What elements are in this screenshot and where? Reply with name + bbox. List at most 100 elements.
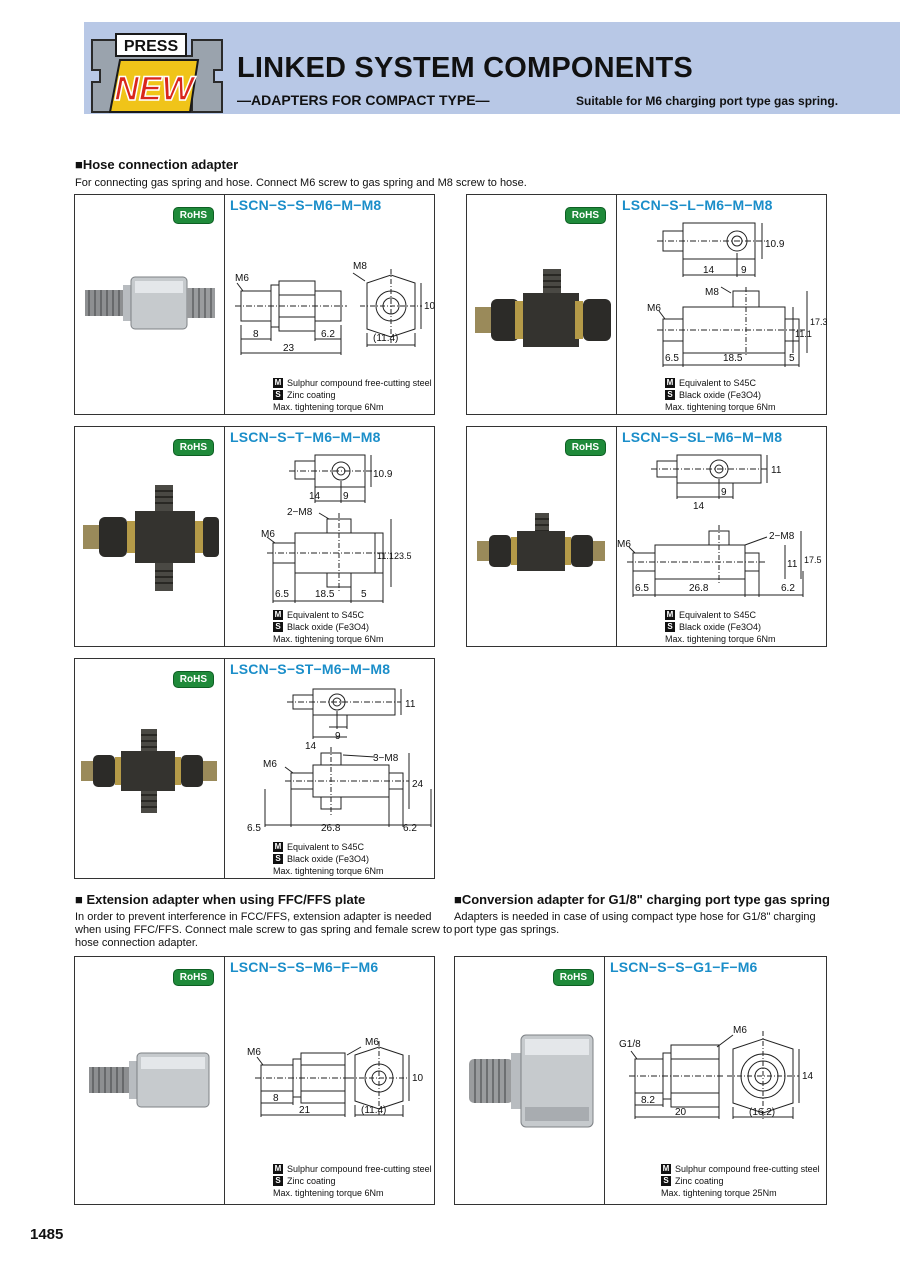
technical-drawing: LSCN−S−SL−M6−M−M8 14 9 11 2−M8 [617, 427, 826, 646]
dim-21: 21 [299, 1105, 311, 1116]
dim-m6: M6 [261, 529, 275, 540]
dim-20: 20 [675, 1107, 687, 1118]
dim-23-5: 23.5 [394, 551, 412, 561]
section-title-conversion: ■Conversion adapter for G1/8" charging p… [454, 892, 830, 907]
dim-8-2: 8.2 [641, 1095, 655, 1106]
badge-press-text: PRESS [124, 38, 179, 55]
rohs-badge: RoHS [552, 969, 594, 986]
section-desc-extension: In order to prevent interference in FCC/… [75, 911, 453, 949]
panel-lscn-s-s-g1-f-m6: RoHS LSCN−S−S−G1−F−M6 G1/8 M6 8.2 20 (16… [454, 956, 827, 1205]
dim-11-1: 11.1 [377, 551, 394, 561]
dim-9: 9 [343, 491, 349, 502]
dim-6-2: 6.2 [781, 583, 795, 594]
product-photo: RoHS [75, 427, 225, 646]
dim-14: 14 [703, 265, 715, 276]
product-photo: RoHS [467, 427, 617, 646]
technical-drawing: LSCN−S−L−M6−M−M8 14 9 10.9 M8 [617, 195, 827, 414]
dim-10-9: 10.9 [373, 469, 393, 480]
dim-11b: 11 [787, 559, 798, 570]
dim-m6: M6 [647, 303, 661, 314]
dim-26-8: 26.8 [689, 583, 709, 594]
dim-2-m8: 2−M8 [287, 507, 313, 518]
dim-14: 14 [309, 491, 321, 502]
panel-lscn-s-t-m6-m-m8: RoHS LSCN−S−T−M6−M−M8 14 9 10.9 [74, 426, 435, 647]
page-number: 1485 [30, 1226, 64, 1243]
dim-11-4: (11.4) [361, 1105, 386, 1116]
part-number: LSCN−S−S−G1−F−M6 [610, 959, 758, 975]
dim-11: 11 [771, 465, 782, 476]
part-number: LSCN−S−SL−M6−M−M8 [622, 429, 783, 445]
section-desc-conversion: Adapters is needed in case of using comp… [454, 911, 816, 936]
product-photo: RoHS [455, 957, 605, 1204]
dim-6-2: 6.2 [403, 823, 417, 834]
panel-lscn-s-l-m6-m-m8: RoHS LSCN−S−L−M6−M−M8 14 9 10.9 [466, 194, 827, 415]
part-number: LSCN−S−S−M6−M−M8 [230, 197, 382, 213]
dim-m8: M8 [353, 261, 367, 272]
dim-18-5: 18.5 [315, 589, 335, 600]
dim-10-9: 10.9 [765, 239, 785, 250]
dim-16-2: (16.2) [749, 1107, 775, 1118]
section-title-extension: ■ Extension adapter when using FFC/FFS p… [75, 892, 366, 907]
part-number: LSCN−S−S−M6−F−M6 [230, 959, 379, 975]
dim-9: 9 [721, 487, 727, 498]
dim-m6: M6 [733, 1025, 747, 1036]
product-photo: RoHS [75, 195, 225, 414]
rohs-badge: RoHS [172, 671, 214, 688]
dim-m6: M6 [617, 539, 631, 550]
panel-lscn-s-s-m6-f-m6: RoHS LSCN−S−S−M6−F−M6 M6 M6 8 21 (11.4) [74, 956, 435, 1205]
product-photo: RoHS [75, 957, 225, 1204]
page-title: LINKED SYSTEM COMPONENTS [237, 52, 693, 84]
part-number: LSCN−S−ST−M6−M−M8 [230, 661, 391, 677]
dim-17-3: 17.3 [810, 317, 827, 327]
badge-new-text: NEW [114, 70, 196, 108]
dim-9: 9 [741, 265, 747, 276]
dim-6-5: 6.5 [665, 353, 679, 364]
panel-lscn-s-st-m6-m-m8: RoHS LSCN−S−ST−M6−M−M8 14 9 [74, 658, 435, 879]
dim-9: 9 [335, 731, 341, 742]
dim-11: 11 [405, 699, 416, 710]
dim-17-5: 17.5 [804, 555, 822, 565]
dim-2-m8: 2−M8 [769, 531, 795, 542]
part-number: LSCN−S−L−M6−M−M8 [622, 197, 773, 213]
dim-11-1: 11.1 [795, 329, 812, 339]
dim-24: 24 [412, 779, 424, 790]
dim-14: 14 [802, 1071, 814, 1082]
dim-10: 10 [412, 1073, 424, 1084]
technical-drawing: LSCN−S−S−M6−F−M6 M6 M6 8 21 (11.4) 10 [225, 957, 434, 1204]
dim-6-2: 6.2 [321, 329, 335, 340]
dim-11-4: (11.4) [373, 333, 398, 344]
section-title-hose: ■Hose connection adapter [75, 157, 239, 172]
rohs-badge: RoHS [564, 207, 606, 224]
rohs-badge: RoHS [172, 207, 214, 224]
dim-26-8: 26.8 [321, 823, 341, 834]
dim-m6a: M6 [247, 1047, 261, 1058]
dim-g1-8: G1/8 [619, 1039, 641, 1050]
panel-lscn-s-s-m6-m-m8: RoHS LSCN−S−S−M6−M−M8 M6 M8 8 23 6.2 [74, 194, 435, 415]
header-note: Suitable for M6 charging port type gas s… [576, 94, 839, 108]
rohs-badge: RoHS [172, 439, 214, 456]
dim-8: 8 [253, 329, 259, 340]
section-desc-hose: For connecting gas spring and hose. Conn… [75, 177, 527, 189]
panel-lscn-s-sl-m6-m-m8: RoHS LSCN−S−SL−M6−M−M8 14 9 11 [466, 426, 827, 647]
technical-drawing: LSCN−S−S−G1−F−M6 G1/8 M6 8.2 20 (16.2) 1… [605, 957, 826, 1204]
press-new-badge: PRESS NEW [91, 33, 223, 113]
product-photo: RoHS [467, 195, 617, 414]
technical-drawing: LSCN−S−T−M6−M−M8 14 9 10.9 2−M8 [225, 427, 434, 646]
technical-drawing: LSCN−S−S−M6−M−M8 M6 M8 8 23 6.2 (11.4) [225, 195, 435, 414]
dim-18-5: 18.5 [723, 353, 743, 364]
dim-3-m8: 3−M8 [373, 753, 399, 764]
dim-6-5: 6.5 [635, 583, 649, 594]
dim-14: 14 [305, 741, 317, 752]
dim-5: 5 [789, 353, 795, 364]
dim-14: 14 [693, 501, 705, 512]
dim-m6: M6 [263, 759, 277, 770]
technical-drawing: LSCN−S−ST−M6−M−M8 14 9 11 3−M8 [225, 659, 434, 878]
dim-8: 8 [273, 1093, 279, 1104]
